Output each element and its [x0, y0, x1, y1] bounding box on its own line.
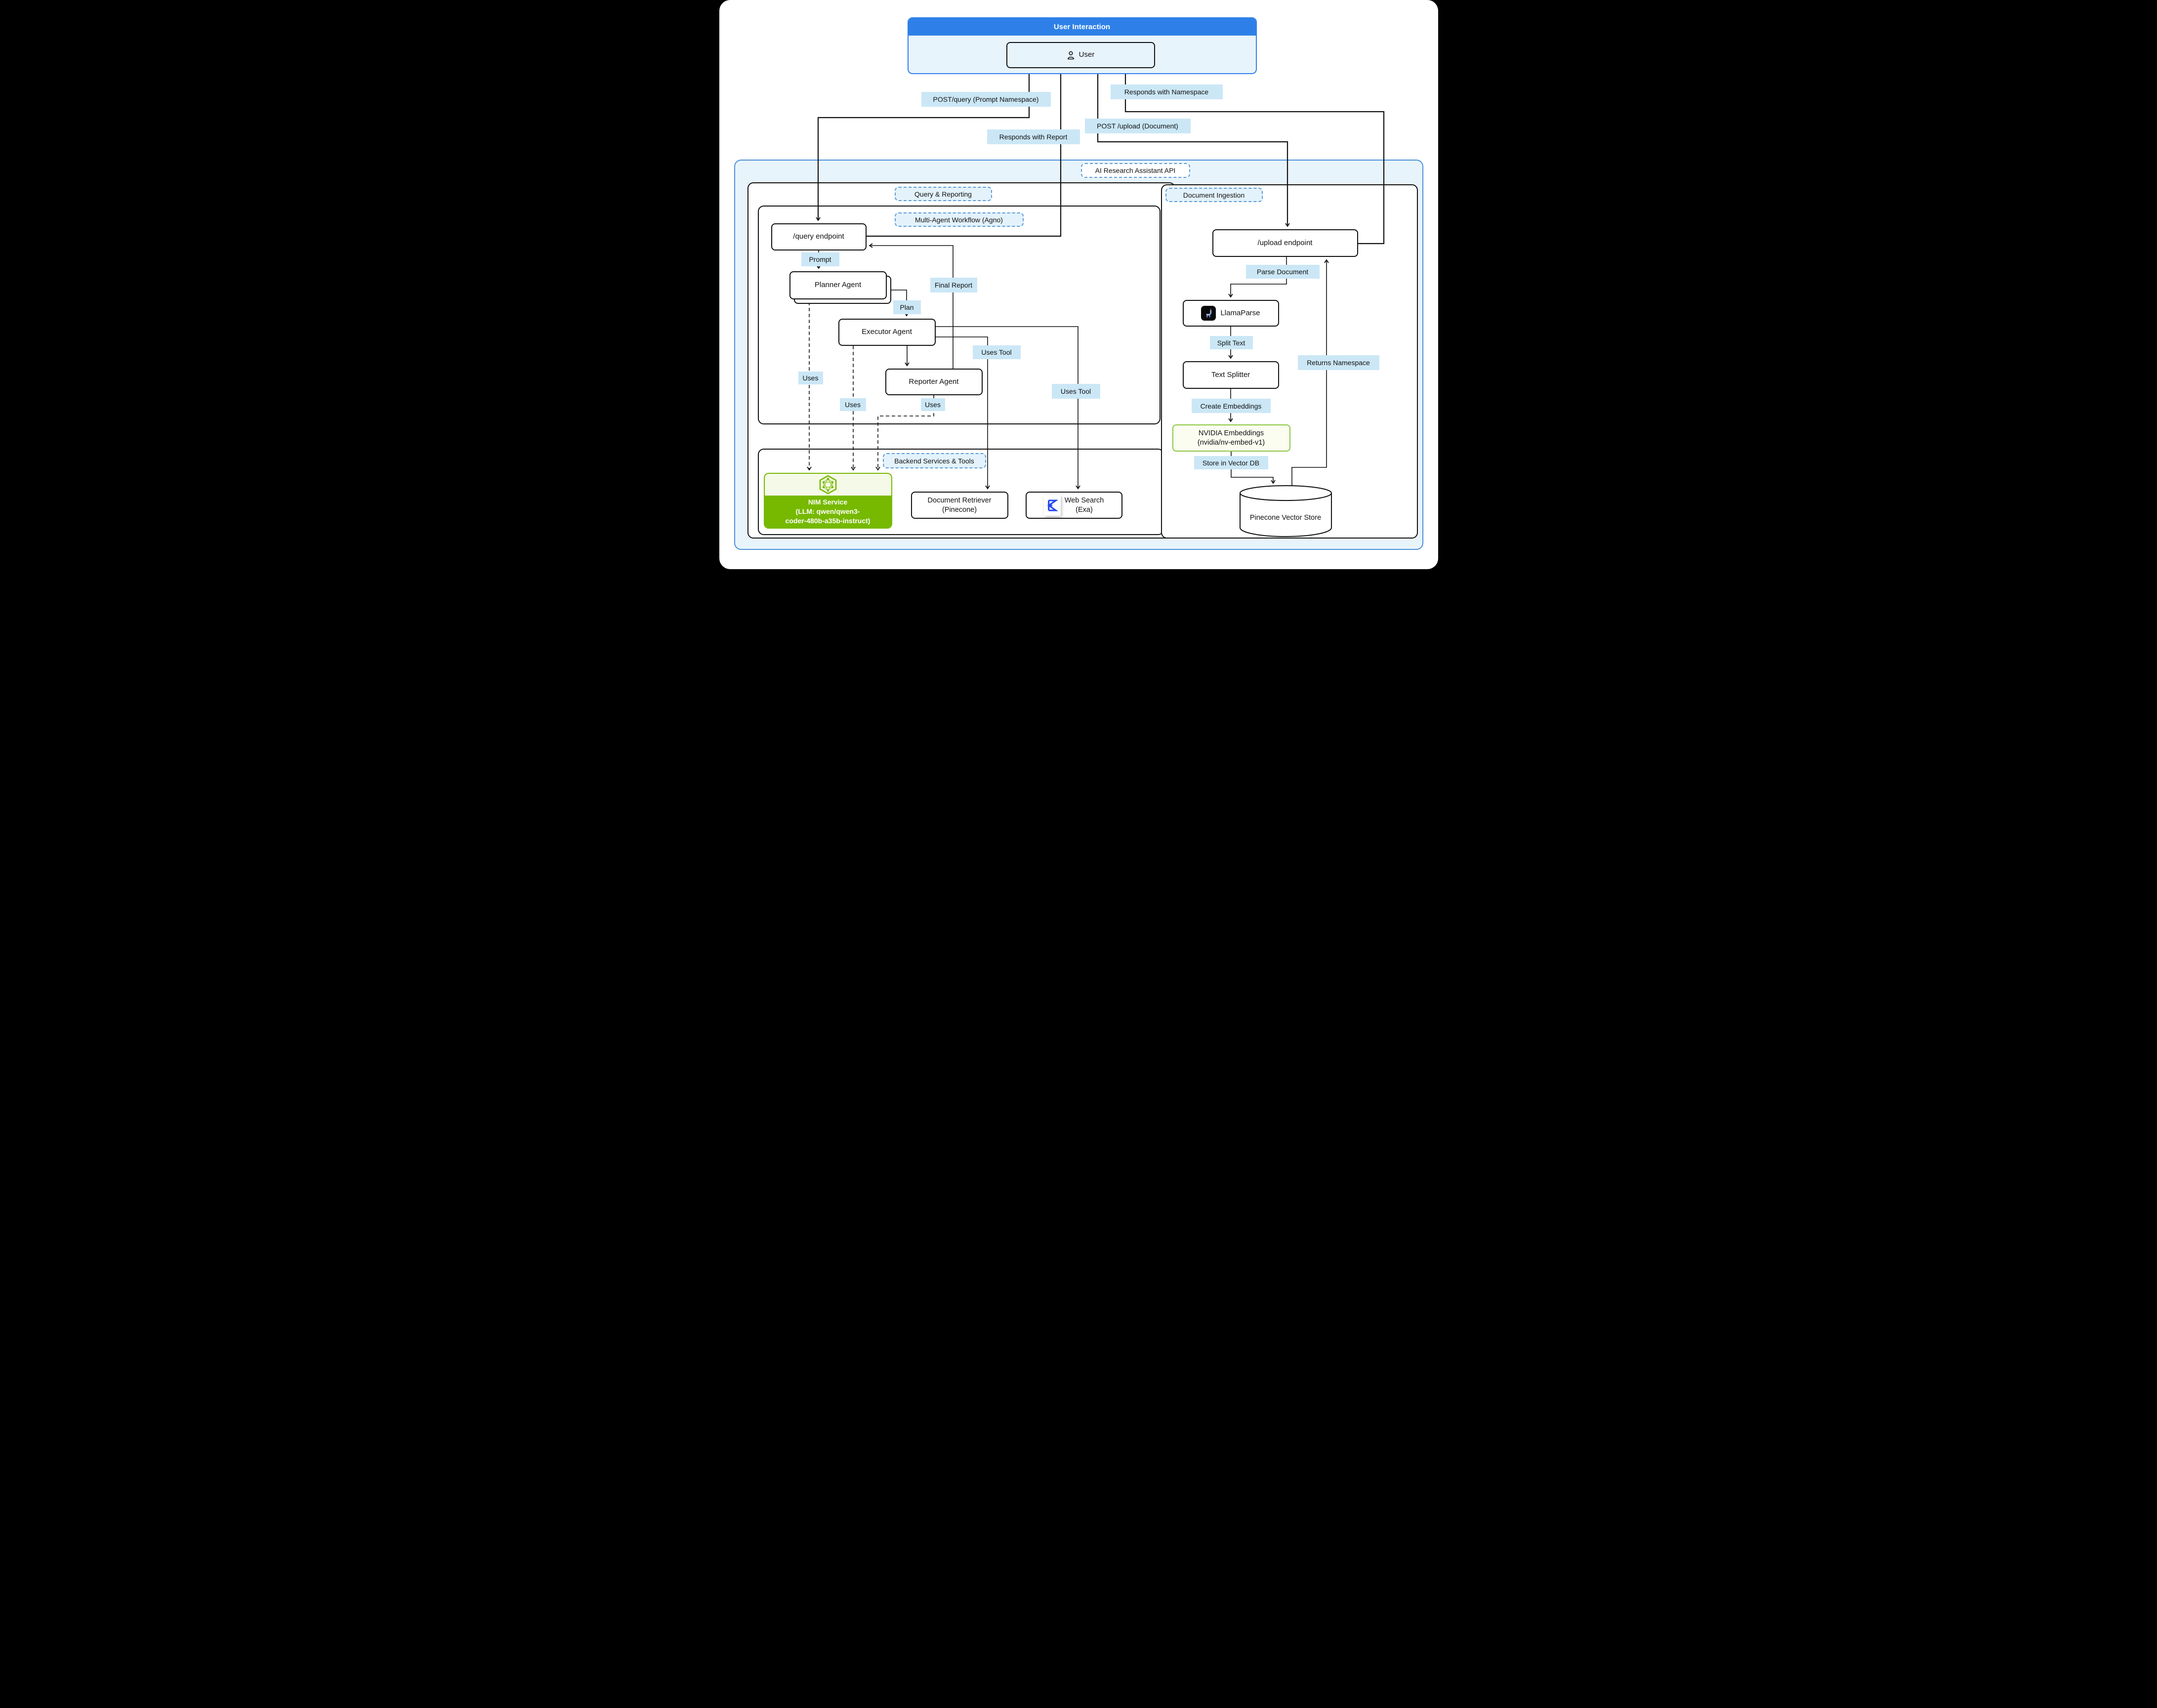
edge-uses-tool-web: [935, 326, 1080, 490]
query-reporting-label: Query & Reporting: [894, 187, 992, 201]
user-interaction-title: User Interaction: [1053, 23, 1111, 31]
edge-label-prompt: Prompt: [801, 252, 839, 266]
edge-label-post-query: POST/query (Prompt Namespace): [921, 92, 1051, 107]
edge-uses-tool-retriever: [935, 336, 990, 490]
person-icon: [1067, 51, 1074, 59]
pinecone-cylinder-shape: [1239, 485, 1332, 538]
nim-line-2: (LLM: qwen/qwen3-: [795, 507, 860, 516]
edge-uses-reporter: [875, 395, 934, 471]
nvidia-embeddings-line-2: (nvidia/nv-embed-v1): [1197, 438, 1265, 447]
backend-services-label-text: Backend Services & Tools: [894, 457, 974, 465]
edge-label-final-report: Final Report: [930, 278, 977, 292]
edge-responds-report: [866, 70, 1063, 237]
edge-label-post-upload: POST /upload (Document): [1084, 119, 1191, 133]
edge-post-upload: [1097, 68, 1290, 227]
nvidia-embeddings-node: NVIDIA Embeddings (nvidia/nv-embed-v1): [1172, 424, 1290, 452]
nim-hexagon-icon: [819, 475, 836, 495]
multi-agent-workflow-label-text: Multi-Agent Workflow (Agno): [915, 215, 1003, 224]
edge-label-uses-planner: Uses: [798, 372, 823, 384]
user-node: User: [1006, 42, 1155, 68]
pinecone-label: Pinecone Vector Store: [1249, 514, 1322, 522]
document-ingestion-label-text: Document Ingestion: [1183, 191, 1245, 199]
edge-label-plan: Plan: [893, 300, 921, 314]
document-retriever-node: Document Retriever (Pinecone): [911, 492, 1008, 519]
query-reporting-label-text: Query & Reporting: [914, 190, 972, 198]
executor-agent-node: Executor Agent: [838, 319, 936, 346]
edge-label-responds-namespace: Responds with Namespace: [1110, 84, 1223, 99]
edge-label-uses-tool-retriever: Uses Tool: [972, 345, 1021, 359]
llamaparse-icon: [1201, 306, 1216, 321]
edge-label-uses-executor: Uses: [839, 398, 866, 411]
edge-label-responds-report: Responds with Report: [987, 129, 1080, 144]
edge-label-uses-reporter: Uses: [920, 398, 945, 411]
nvidia-embeddings-line-1: NVIDIA Embeddings: [1198, 429, 1264, 438]
edge-returns-namespace: [1291, 259, 1329, 487]
backend-services-label: Backend Services & Tools: [882, 453, 986, 468]
nim-line-1: NIM Service: [808, 498, 848, 506]
upload-endpoint-node: /upload endpoint: [1212, 229, 1358, 257]
api-section-label-text: AI Research Assistant API: [1095, 167, 1176, 174]
edge-label-split-text: Split Text: [1209, 336, 1253, 349]
api-section-label: AI Research Assistant API: [1080, 163, 1190, 178]
document-retriever-line-2: (Pinecone): [942, 505, 977, 514]
edge-final-report: [868, 243, 954, 369]
edge-label-parse-document: Parse Document: [1245, 265, 1320, 279]
edge-label-uses-tool-web: Uses Tool: [1051, 384, 1100, 399]
llamaparse-node: LlamaParse: [1182, 300, 1279, 327]
document-retriever-line-1: Document Retriever: [927, 497, 992, 505]
edge-label-create-embeddings: Create Embeddings: [1191, 399, 1271, 413]
user-interaction-header: User Interaction: [908, 18, 1256, 36]
user-node-label: User: [1078, 50, 1095, 59]
multi-agent-workflow-label: Multi-Agent Workflow (Agno): [894, 212, 1024, 227]
diagram-canvas: User Interaction User AI Research Assist…: [719, 0, 1438, 569]
nim-service-text: NIM Service (LLM: qwen/qwen3- coder-480b…: [764, 496, 891, 528]
reporter-agent-node: Reporter Agent: [885, 369, 983, 395]
web-search-line-2: (Exa): [1076, 505, 1093, 514]
web-search-node: Web Search (Exa): [1025, 492, 1122, 519]
query-endpoint-node: /query endpoint: [771, 223, 867, 250]
web-search-line-1: Web Search: [1064, 497, 1104, 505]
pinecone-vector-store-node: Pinecone Vector Store: [1240, 486, 1331, 536]
text-splitter-node: Text Splitter: [1182, 361, 1279, 389]
nim-service-node: NIM Service (LLM: qwen/qwen3- coder-480b…: [763, 473, 892, 529]
edge-label-store-vector-db: Store in Vector DB: [1194, 456, 1268, 469]
nim-icon-area: [765, 474, 891, 496]
planner-agent-node: Planner Agent: [789, 271, 887, 299]
exa-icon: [1043, 495, 1061, 516]
nim-line-3: coder-480b-a35b-instruct): [785, 516, 871, 525]
llamaparse-label: LlamaParse: [1220, 308, 1260, 317]
edge-label-returns-namespace: Returns Namespace: [1297, 355, 1379, 370]
document-ingestion-label: Document Ingestion: [1165, 188, 1263, 202]
